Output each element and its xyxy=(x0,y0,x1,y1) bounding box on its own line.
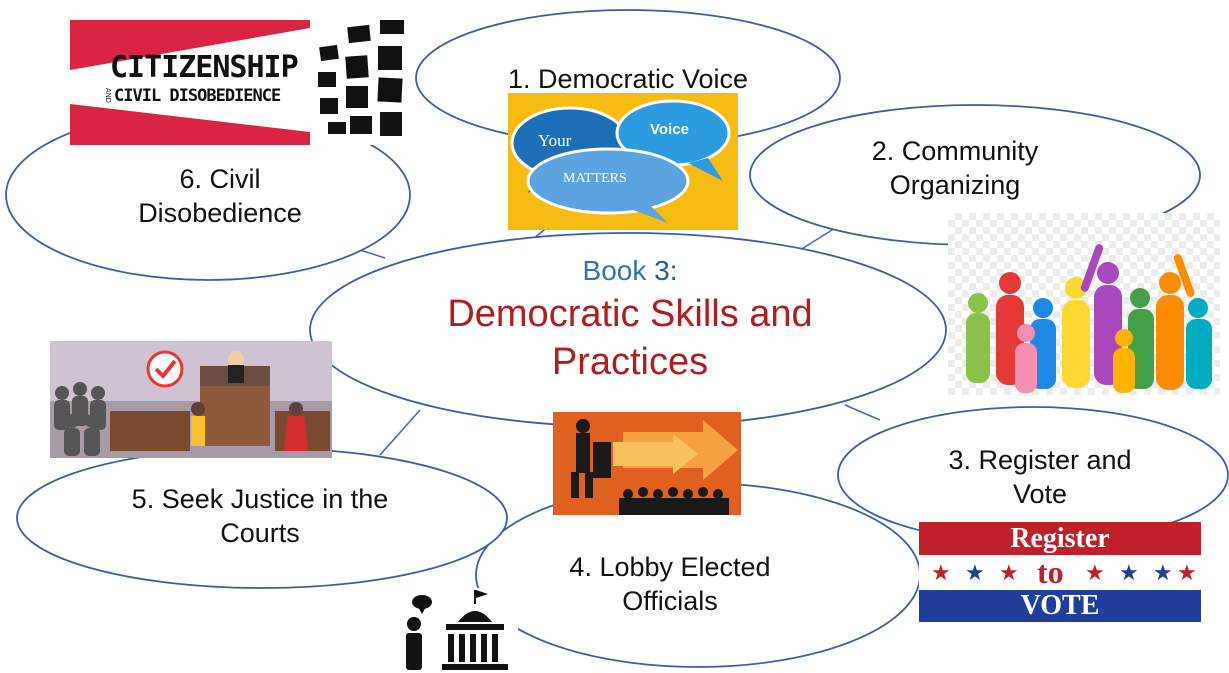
node-label-register-vote: 3. Register and Vote xyxy=(880,443,1200,511)
citizen-capitol-icon xyxy=(398,588,518,670)
node-label-line: Organizing xyxy=(889,170,1021,200)
connector-line xyxy=(844,404,881,421)
audience-silhouettes xyxy=(619,487,729,515)
star-icon: ★ xyxy=(1119,560,1139,585)
voice-word-voice: Voice xyxy=(650,121,689,138)
node-label-lobby-officials: 4. Lobby Elected Officials xyxy=(520,550,820,618)
lobby-speech-image xyxy=(553,412,741,515)
speech-bubbles-graphic xyxy=(510,99,731,223)
center-title-block: Book 3: Democratic Skills and Practices xyxy=(330,252,930,386)
courtroom-image xyxy=(50,341,332,458)
civil-disobedience-title: CIVIL DISOBEDIENCE xyxy=(114,86,281,106)
node-label-line: 5. Seek Justice in the xyxy=(131,484,389,514)
vote-text: VOTE xyxy=(1020,590,1100,621)
citizenship-and: AND xyxy=(104,88,111,103)
node-label-line: Disobedience xyxy=(138,198,302,228)
star-icon: ★ xyxy=(965,560,985,585)
node-label-seek-justice: 5. Seek Justice in the Courts xyxy=(90,482,430,550)
speech-bubble xyxy=(526,147,690,215)
citizenship-civil-disobedience-image: CITIZENSHIP AND CIVIL DISOBEDIENCE xyxy=(70,20,410,145)
lawyer-figure xyxy=(289,402,303,416)
voice-word-matters: MATTERS xyxy=(563,171,627,186)
voice-word-your: Your xyxy=(538,131,572,150)
star-icon: ★ xyxy=(1085,560,1105,585)
bubble-tail xyxy=(628,203,668,223)
red-band xyxy=(70,20,310,70)
capitol-icon xyxy=(442,590,508,670)
vote-banner: VOTE xyxy=(919,590,1201,622)
red-band xyxy=(70,104,310,145)
star-icon: ★ xyxy=(999,560,1019,585)
citizenship-graphic xyxy=(70,20,404,145)
node-label-line: 4. Lobby Elected xyxy=(569,552,771,582)
bubble-tail xyxy=(688,158,723,181)
star-icon: ★ xyxy=(1177,560,1197,585)
node-label-line: 2. Community xyxy=(871,136,1039,166)
jury-figures xyxy=(54,382,106,456)
judge-robe xyxy=(228,365,244,383)
checkmark-badge xyxy=(146,350,184,388)
community-crowd-image xyxy=(948,213,1220,395)
witness-body xyxy=(191,416,205,446)
register-text: Register xyxy=(1010,523,1110,554)
node-label-line: 6. Civil xyxy=(179,164,261,194)
center-title-line1: Democratic Skills and xyxy=(447,293,813,335)
arrow-shapes xyxy=(613,420,738,480)
citizenship-title: CITIZENSHIP xyxy=(110,50,299,85)
node-label-line: Courts xyxy=(220,518,300,548)
person-icon xyxy=(406,595,432,670)
register-to-vote-image: Register ★ ★ ★ to ★ ★ ★ ★ VOTE xyxy=(919,522,1201,622)
speech-crowd-graphic xyxy=(553,412,741,515)
block-pattern xyxy=(318,20,404,136)
lawyer-dress xyxy=(284,416,308,451)
book-label: Book 3: xyxy=(330,252,930,290)
witness-figure xyxy=(191,402,205,416)
node-label-civil-disobedience: 6. Civil Disobedience xyxy=(90,162,350,230)
book-number: 3: xyxy=(654,255,678,286)
courtroom-graphic xyxy=(50,341,332,458)
your-voice-matters-image: Your Voice MATTERS xyxy=(508,93,738,230)
capitol-graphic xyxy=(406,590,508,670)
crowd-graphic xyxy=(966,244,1212,393)
register-banner: Register xyxy=(919,522,1201,555)
node-label-democratic-voice: 1. Democratic Voice xyxy=(507,64,749,94)
speaker-silhouette xyxy=(571,419,611,498)
judge-figure xyxy=(228,351,244,367)
connector-line xyxy=(359,249,386,259)
book-prefix: Book xyxy=(582,255,655,286)
center-title-line2: Practices xyxy=(551,341,709,383)
node-label-line: Officials xyxy=(622,586,718,616)
star-icon: ★ xyxy=(931,560,951,585)
node-label-line: Vote xyxy=(1012,479,1068,509)
to-text: to xyxy=(1037,554,1064,590)
node-label-community-organizing: 2. Community Organizing xyxy=(810,134,1100,202)
star-icon: ★ xyxy=(1153,560,1173,585)
court-stand xyxy=(200,386,270,446)
check-icon xyxy=(154,359,177,379)
crowd-figures xyxy=(966,244,1212,393)
node-label-line: 3. Register and xyxy=(948,445,1132,475)
court-desk xyxy=(110,411,190,451)
stars-row: ★ ★ ★ to ★ ★ ★ ★ xyxy=(919,554,1201,590)
connector-line xyxy=(379,409,421,456)
